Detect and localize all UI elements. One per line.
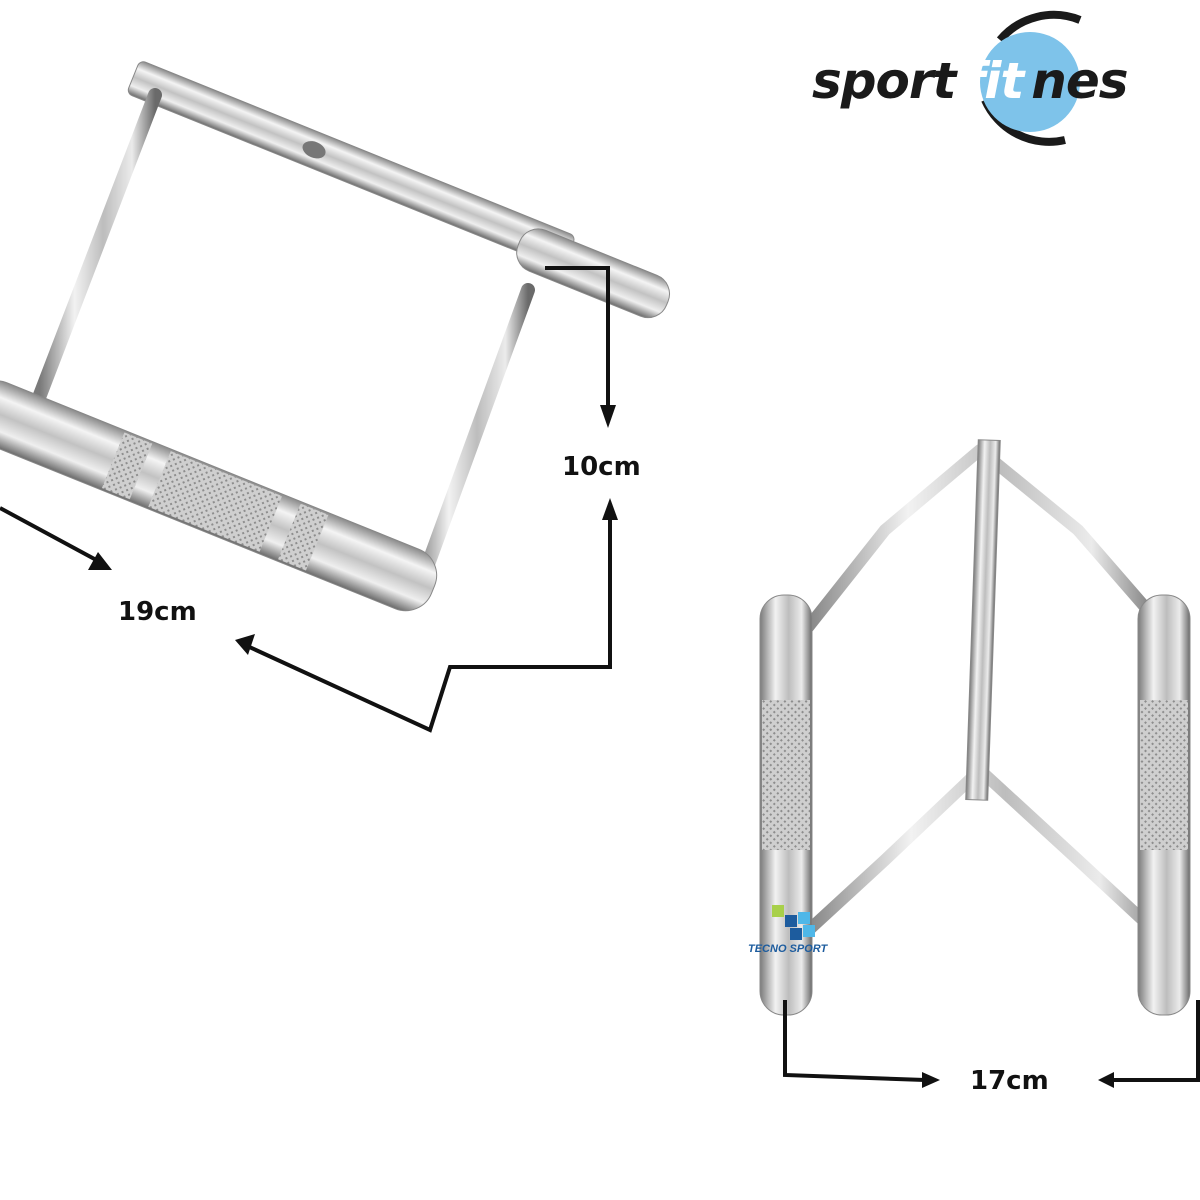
logo-sport: sport xyxy=(812,52,956,110)
tecno-sport-logo-icon xyxy=(772,905,815,940)
height-dimension-label: 10cm xyxy=(562,452,641,482)
width-dimension-label: 17cm xyxy=(970,1066,1049,1096)
logo-fit: fit xyxy=(963,52,1024,110)
length-dimension-label: 19cm xyxy=(118,597,197,627)
row-handle-product xyxy=(0,61,670,612)
dimension-lines xyxy=(0,266,1200,1082)
tecno-sport-watermark: TECNO SPORT xyxy=(748,943,828,955)
logo-nes: nes xyxy=(1031,52,1128,110)
arrowheads xyxy=(88,405,1114,1088)
logo-graphic xyxy=(980,10,1082,146)
v-handle-product xyxy=(759,439,1191,1016)
